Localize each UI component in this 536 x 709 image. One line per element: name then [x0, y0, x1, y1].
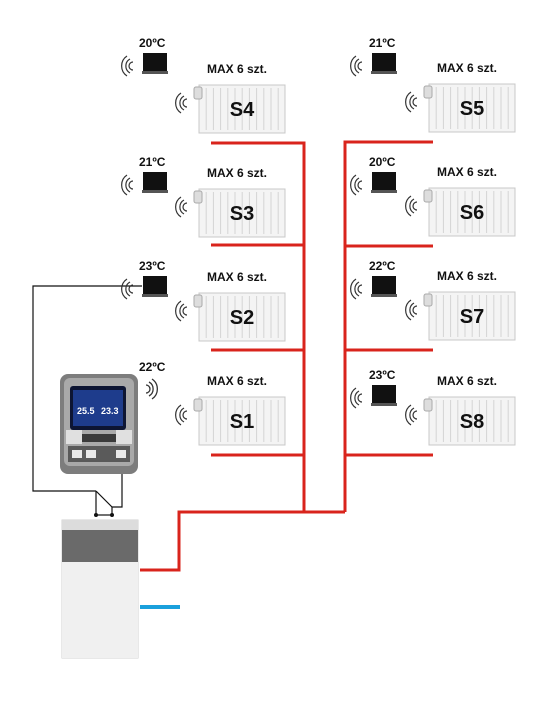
boiler-icon [61, 519, 139, 659]
hot-water-pipes [140, 140, 433, 572]
zone-label: S3 [230, 203, 254, 225]
wireless-signal-icon [350, 174, 363, 196]
wireless-signal-icon [405, 195, 418, 217]
wireless-signal-icon [350, 278, 363, 300]
wireless-signal-icon [121, 174, 134, 196]
radiator-s4 [193, 84, 286, 134]
room-thermostat-icon [371, 385, 397, 406]
zone-label: S2 [230, 307, 254, 329]
zone-label: S8 [460, 411, 484, 433]
zone-temperature: 23ºC [369, 368, 396, 382]
zone-s7: S7 MAX 6 szt. 22ºC [350, 259, 516, 341]
zone-temperature: 22ºC [139, 360, 166, 374]
radiator-s3 [193, 188, 286, 238]
radiator-s8 [423, 396, 516, 446]
radiator-s6 [423, 187, 516, 237]
zone-s6: S6 MAX 6 szt. 20ºC [350, 155, 516, 237]
wireless-signal-icon [121, 278, 134, 300]
wireless-signal-icon [121, 55, 134, 77]
zone-temperature: 21ºC [139, 155, 166, 169]
control-wiring [32, 285, 142, 516]
zone-label: S6 [460, 202, 484, 224]
controller-display-right: 23.3 [101, 406, 119, 416]
wireless-signal-icon [175, 92, 188, 114]
wireless-signal-icon [350, 387, 363, 409]
zone-capacity: MAX 6 szt. [437, 165, 497, 179]
wireless-signal-icon [145, 378, 158, 400]
zone-s3: S3 MAX 6 szt. 21ºC [121, 155, 286, 238]
radiator-s7 [423, 291, 516, 341]
room-thermostat-icon [142, 172, 168, 193]
wireless-signal-icon [405, 299, 418, 321]
relay-contact-a [94, 513, 98, 517]
wireless-signal-icon [175, 300, 188, 322]
radiator-s1 [193, 396, 286, 446]
wireless-signal-icon [405, 404, 418, 426]
wireless-signal-icon [405, 91, 418, 113]
zone-s5: S5 MAX 6 szt. 21ºC [350, 36, 516, 133]
room-thermostat-icon [371, 276, 397, 297]
zone-label: S5 [460, 98, 484, 120]
zone-temperature: 23ºC [139, 259, 166, 273]
zone-capacity: MAX 6 szt. [207, 166, 267, 180]
room-thermostat-icon [371, 53, 397, 74]
zone-s2: S2 MAX 6 szt. 23ºC [121, 259, 286, 342]
zone-s4: S4 MAX 6 szt. 20ºC [121, 36, 286, 134]
zone-label: S1 [230, 411, 254, 433]
zone-s1: S1 MAX 6 szt. 22ºC [139, 360, 286, 446]
zone-temperature: 21ºC [369, 36, 396, 50]
wireless-signal-icon [175, 196, 188, 218]
zone-temperature: 22ºC [369, 259, 396, 273]
zone-capacity: MAX 6 szt. [207, 374, 267, 388]
controller-display-left: 25.5 [77, 406, 95, 416]
zone-temperature: 20ºC [369, 155, 396, 169]
room-thermostat-icon [142, 276, 168, 297]
zone-capacity: MAX 6 szt. [207, 270, 267, 284]
zone-s8: S8 MAX 6 szt. 23ºC [350, 368, 516, 446]
zone-capacity: MAX 6 szt. [207, 62, 267, 76]
wireless-signal-icon [175, 404, 188, 426]
zone-capacity: MAX 6 szt. [437, 61, 497, 75]
room-thermostat-icon [371, 172, 397, 193]
zone-capacity: MAX 6 szt. [437, 374, 497, 388]
wireless-signal-icon [350, 55, 363, 77]
zone-capacity: MAX 6 szt. [437, 269, 497, 283]
zone-label: S4 [230, 99, 255, 121]
relay-contact-b [110, 513, 114, 517]
heating-controller: 25.5 23.3 [60, 374, 138, 474]
zone-label: S7 [460, 306, 484, 328]
room-thermostat-icon [142, 53, 168, 74]
radiator-s5 [423, 83, 516, 133]
zone-temperature: 20ºC [139, 36, 166, 50]
radiator-s2 [193, 292, 286, 342]
